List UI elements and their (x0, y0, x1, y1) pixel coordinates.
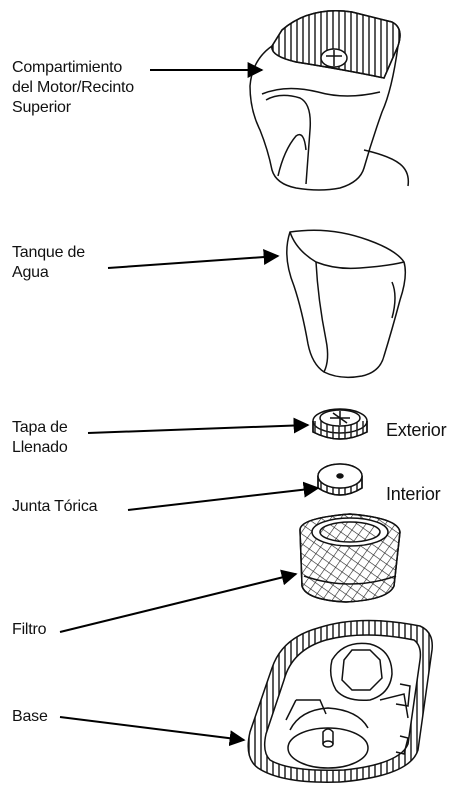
leader-lines (59, 62, 320, 747)
fill-cap-leader-line (87, 417, 310, 434)
fill-cap-exterior-illustration (312, 408, 368, 440)
fill-cap-label: Tapa de Llenado (12, 418, 68, 458)
motor-label: Compartimiento del Motor/Recinto Superio… (12, 58, 134, 118)
base-illustration (247, 619, 433, 783)
tank-label: Tanque de Agua (12, 243, 85, 283)
filter-label: Filtro (12, 621, 47, 638)
fill-cap-label-line-2: Llenado (12, 439, 68, 456)
filter-leader-line (59, 569, 298, 633)
base-leader-line (59, 716, 246, 747)
oring-leader-line (127, 481, 320, 511)
exterior-label: Exterior (386, 420, 447, 440)
oring-label: Junta Tórica (12, 498, 98, 515)
motor-label-line-2: del Motor/Recinto (12, 79, 134, 96)
motor-label-line-1: Compartimiento (12, 59, 123, 76)
tank-label-line-2: Agua (12, 264, 49, 281)
motor-label-line-3: Superior (12, 99, 71, 116)
water-tank-illustration (286, 229, 407, 379)
fill-cap-interior-illustration (317, 463, 363, 496)
base-label: Base (12, 708, 48, 725)
motor-housing-illustration (249, 10, 410, 191)
tank-leader-line (107, 249, 280, 269)
filter-illustration (299, 513, 401, 603)
fill-cap-label-line-1: Tapa de (12, 419, 68, 436)
tank-label-line-1: Tanque de (12, 244, 85, 261)
interior-label: Interior (386, 484, 441, 504)
